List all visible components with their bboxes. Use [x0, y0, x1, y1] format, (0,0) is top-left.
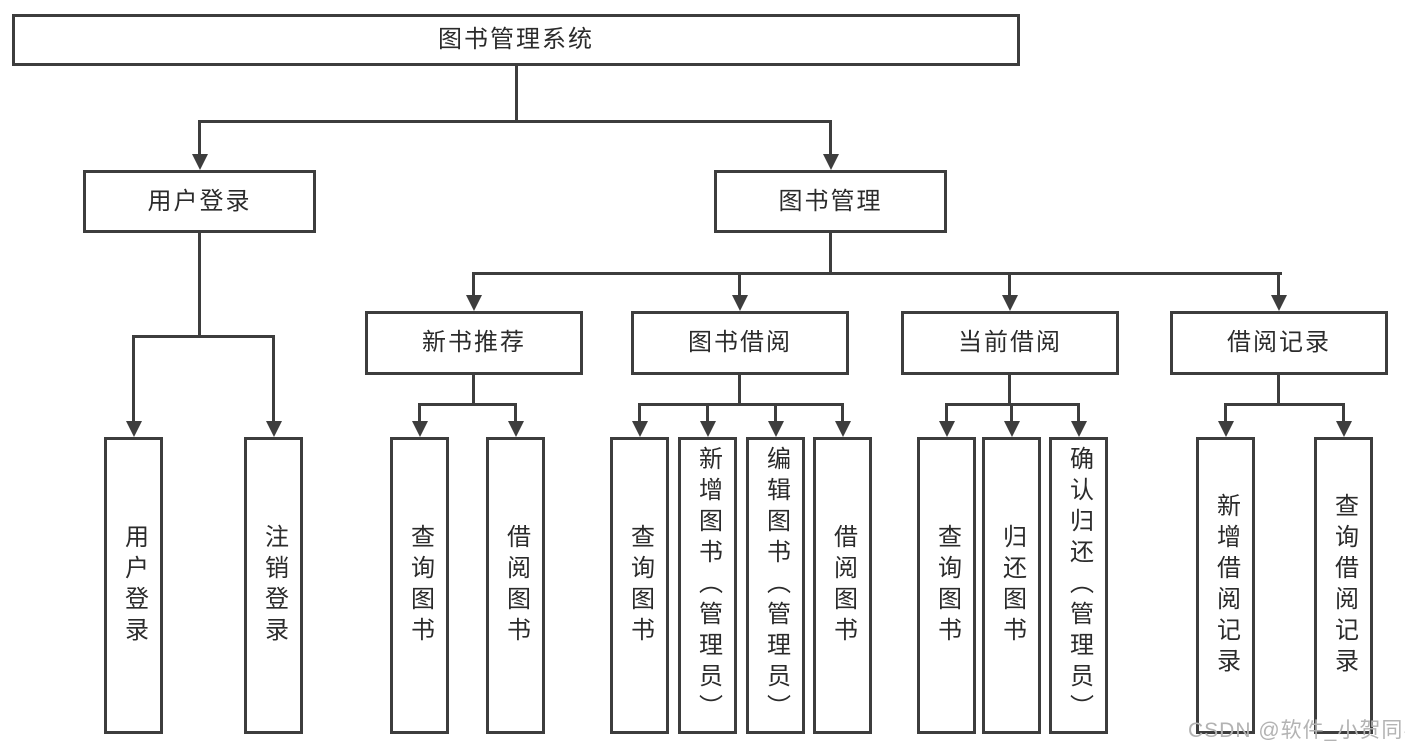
node-label: 借阅记录 — [1227, 329, 1331, 356]
connector-user-login-split — [132, 335, 275, 338]
leaf-label: 查询借阅记录 — [1330, 492, 1358, 679]
node-label: 图书借阅 — [688, 329, 792, 356]
leaf-label: 查询图书 — [406, 523, 434, 648]
leaf-query-books: 查询图书 — [390, 437, 449, 734]
connector-borrow-record-stem — [1277, 375, 1280, 403]
node-label: 用户登录 — [147, 187, 252, 215]
node-label: 图书管理系统 — [438, 26, 594, 53]
node-label: 当前借阅 — [958, 329, 1062, 356]
arrow-down-icon — [198, 120, 201, 154]
leaf-label: 确认归还（管理员） — [1065, 446, 1093, 725]
arrow-down-icon — [1342, 403, 1345, 421]
node-user-login: 用户登录 — [83, 170, 316, 233]
arrow-down-icon — [841, 403, 844, 421]
leaf-edit-books-admin: 编辑图书（管理员） — [746, 437, 805, 734]
arrow-down-icon — [738, 272, 741, 295]
leaf-label: 新增图书（管理员） — [694, 446, 722, 725]
node-library-management-system: 图书管理系统 — [12, 14, 1020, 66]
leaf-add-books-admin: 新增图书（管理员） — [678, 437, 737, 734]
leaf-add-borrow-record: 新增借阅记录 — [1196, 437, 1255, 734]
connector-current-borrow-stem — [1008, 375, 1011, 403]
arrow-down-icon — [1077, 403, 1080, 421]
arrow-down-icon — [418, 403, 421, 421]
leaf-borrow-books: 借阅图书 — [813, 437, 872, 734]
connector-root-stem — [515, 66, 518, 120]
arrow-down-icon — [945, 403, 948, 421]
leaf-label: 注销登录 — [260, 523, 288, 648]
arrow-down-icon — [472, 272, 475, 295]
leaf-borrow-books: 借阅图书 — [486, 437, 545, 734]
leaf-label: 借阅图书 — [502, 523, 530, 648]
arrow-down-icon — [1010, 403, 1013, 421]
leaf-label: 新增借阅记录 — [1212, 492, 1240, 679]
node-borrowing-records: 借阅记录 — [1170, 311, 1388, 375]
arrow-down-icon — [1277, 272, 1280, 295]
leaf-label: 用户登录 — [120, 523, 148, 648]
node-label: 新书推荐 — [422, 329, 526, 356]
connector-book-management-stem — [829, 233, 832, 272]
arrow-down-icon — [1224, 403, 1227, 421]
arrow-down-icon — [132, 335, 135, 421]
connector-book-borrow-split — [638, 403, 844, 406]
leaf-label: 借阅图书 — [829, 523, 857, 648]
node-new-book-recommendation: 新书推荐 — [365, 311, 583, 375]
arrow-down-icon — [1008, 272, 1011, 295]
leaf-query-books: 查询图书 — [917, 437, 976, 734]
connector-new-book-stem — [472, 375, 475, 403]
node-book-management: 图书管理 — [714, 170, 947, 233]
arrow-down-icon — [514, 403, 517, 421]
node-current-borrowing: 当前借阅 — [901, 311, 1119, 375]
csdn-watermark: CSDN @软件_小贺同学 — [1188, 719, 1405, 742]
leaf-label: 归还图书 — [998, 523, 1026, 648]
leaf-query-borrow-record: 查询借阅记录 — [1314, 437, 1373, 734]
arrow-down-icon — [706, 403, 709, 421]
connector-book-management-split — [472, 272, 1282, 275]
leaf-label: 查询图书 — [933, 523, 961, 648]
arrow-down-icon — [829, 120, 832, 154]
leaf-user-login: 用户登录 — [104, 437, 163, 734]
leaf-logout: 注销登录 — [244, 437, 303, 734]
leaf-query-books: 查询图书 — [610, 437, 669, 734]
connector-root-split — [198, 120, 832, 123]
arrow-down-icon — [774, 403, 777, 421]
connector-book-borrow-stem — [738, 375, 741, 403]
leaf-label: 查询图书 — [626, 523, 654, 648]
leaf-label: 编辑图书（管理员） — [762, 446, 790, 725]
node-book-borrowing: 图书借阅 — [631, 311, 849, 375]
leaf-return-books: 归还图书 — [982, 437, 1041, 734]
leaf-confirm-return-admin: 确认归还（管理员） — [1049, 437, 1108, 734]
connector-borrow-record-split — [1224, 403, 1345, 406]
connector-user-login-stem — [198, 233, 201, 335]
connector-new-book-split — [418, 403, 517, 406]
node-label: 图书管理 — [778, 187, 883, 215]
arrow-down-icon — [272, 335, 275, 421]
arrow-down-icon — [638, 403, 641, 421]
